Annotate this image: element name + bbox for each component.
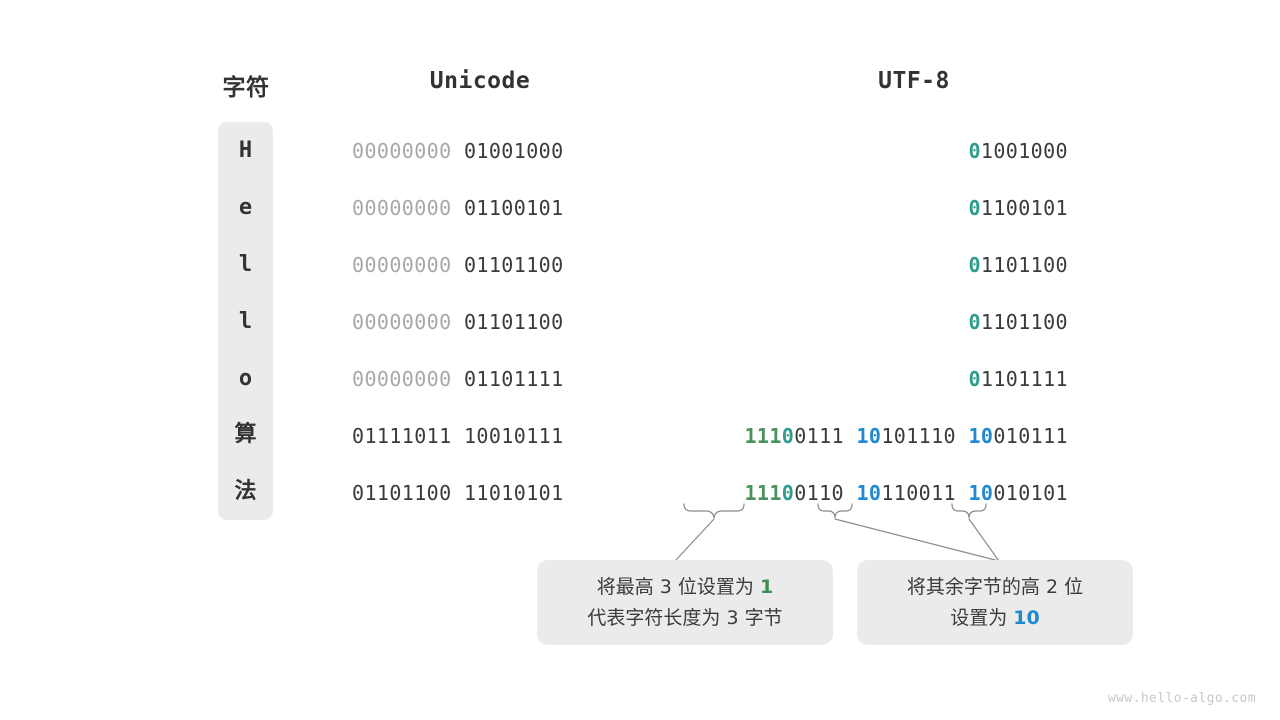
note-length-marker: 将最高 3 位设置为 1 代表字符长度为 3 字节 [537,560,833,645]
unicode-high-byte: 00000000 [352,310,452,334]
utf8-continuation-marker: 10 [856,424,882,448]
utf8-cell: 11100110 10110011 10010101 [640,481,1068,505]
unicode-high-byte: 00000000 [352,367,452,391]
note-line: 代表字符长度为 3 字节 [587,606,783,629]
utf8-length-marker: 111 [744,424,782,448]
unicode-cell: 00000000 01101111 [352,367,608,391]
utf8-cell: 01100101 [640,196,1068,220]
unicode-low-byte: 01101100 [463,310,564,334]
utf8-ascii-marker: 0 [968,253,981,277]
column-header-unicode: Unicode [429,68,531,94]
utf8-continuation-marker: 10 [856,481,882,505]
char-cell: e [238,195,253,220]
utf8-length-marker: 111 [744,481,782,505]
utf8-length-terminator: 0 [781,481,795,505]
column-header-utf8: UTF-8 [878,68,950,94]
utf8-cell: 01001000 [640,139,1068,163]
note-line: 将其余字节的高 2 位 [906,575,1084,598]
utf8-payload: 1101111 [980,367,1068,391]
utf8-cell: 01101100 [640,253,1068,277]
char-cell: H [238,138,253,163]
utf8-ascii-marker: 0 [968,367,981,391]
unicode-cell: 00000000 01101100 [352,310,608,334]
unicode-low-byte: 01101100 [463,253,564,277]
utf8-payload: 110011 [881,481,956,505]
note-line: 将最高 3 位设置为 1 [597,572,773,603]
char-cell: l [238,309,253,334]
char-cell: l [238,252,253,277]
unicode-high-byte: 00000000 [352,139,452,163]
unicode-low-byte: 11010101 [463,481,564,505]
unicode-cell: 01101100 11010101 [352,481,608,505]
utf8-continuation-marker: 10 [968,424,994,448]
column-header-char: 字符 [222,75,270,101]
character-column-panel [218,122,273,520]
utf8-continuation-marker: 10 [968,481,994,505]
leader-line-continuation-1 [834,518,1000,562]
unicode-cell: 01111011 10010111 [352,424,608,448]
unicode-cell: 00000000 01001000 [352,139,608,163]
utf8-cell: 11100111 10101110 10010111 [640,424,1068,448]
utf8-payload: 010101 [993,481,1068,505]
unicode-cell: 00000000 01101100 [352,253,608,277]
utf8-cell: 01101100 [640,310,1068,334]
unicode-low-byte: 01101111 [463,367,564,391]
note-text: 设置为 [950,606,1014,629]
watermark: www.hello-algo.com [1107,691,1256,706]
utf8-payload: 0111 [794,424,844,448]
utf8-payload: 010111 [993,424,1068,448]
unicode-low-byte: 10010111 [463,424,564,448]
unicode-high-byte: 01101100 [352,481,452,505]
brace-continuation-bits-1 [817,503,853,519]
unicode-high-byte: 01111011 [352,424,452,448]
utf8-ascii-marker: 0 [968,310,981,334]
utf8-payload: 1101100 [980,253,1068,277]
note-continuation-marker: 将其余字节的高 2 位 设置为 10 [857,560,1133,645]
utf8-payload: 101110 [881,424,956,448]
char-cell: 法 [234,479,257,504]
note-highlight: 10 [1013,606,1040,629]
note-text: 将最高 3 位设置为 [596,575,760,598]
utf8-payload: 0110 [794,481,844,505]
unicode-cell: 00000000 01100101 [352,196,608,220]
unicode-high-byte: 00000000 [352,253,452,277]
unicode-high-byte: 00000000 [352,196,452,220]
utf8-payload: 1001000 [980,139,1068,163]
brace-length-bits [683,503,745,519]
unicode-low-byte: 01100101 [463,196,564,220]
utf8-ascii-marker: 0 [968,196,981,220]
leader-line-length [675,518,715,561]
char-cell: o [238,366,253,391]
unicode-low-byte: 01001000 [463,139,564,163]
char-cell: 算 [234,422,257,447]
utf8-payload: 1101100 [980,310,1068,334]
leader-line-continuation-2 [968,518,1000,562]
note-highlight: 1 [759,575,774,598]
note-line: 设置为 10 [950,603,1040,634]
utf8-cell: 01101111 [640,367,1068,391]
utf8-length-terminator: 0 [781,424,795,448]
utf8-ascii-marker: 0 [968,139,981,163]
utf8-payload: 1100101 [980,196,1068,220]
brace-continuation-bits-2 [951,503,987,519]
